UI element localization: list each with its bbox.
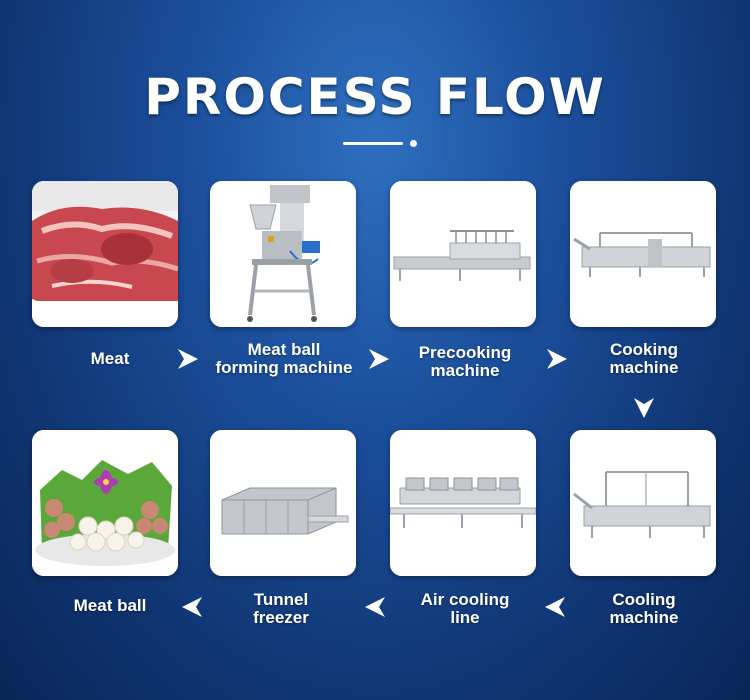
step-image-cooking-machine	[570, 181, 716, 327]
chevron-right-icon	[174, 346, 200, 372]
step-image-forming-machine	[210, 181, 356, 327]
step-label-meat-ball: Meat ball	[73, 596, 147, 615]
title-underline	[343, 142, 403, 145]
title-dot	[410, 140, 417, 147]
step-image-cooling-machine	[570, 430, 716, 576]
chevron-right-icon	[543, 346, 569, 372]
chevron-left-icon	[543, 594, 569, 620]
chevron-right-icon	[365, 346, 391, 372]
step-image-air-cooling-line	[390, 430, 536, 576]
chevron-left-icon	[180, 594, 206, 620]
page-title: PROCESS FLOW	[144, 68, 606, 126]
step-image-tunnel-freezer	[210, 430, 356, 576]
chevron-left-icon	[363, 594, 389, 620]
chevron-down-icon	[631, 394, 657, 420]
step-label-meat: Meat	[90, 349, 130, 368]
step-image-precooking-machine	[390, 181, 536, 327]
step-image-meat-ball	[32, 430, 178, 576]
step-image-meat	[32, 181, 178, 327]
